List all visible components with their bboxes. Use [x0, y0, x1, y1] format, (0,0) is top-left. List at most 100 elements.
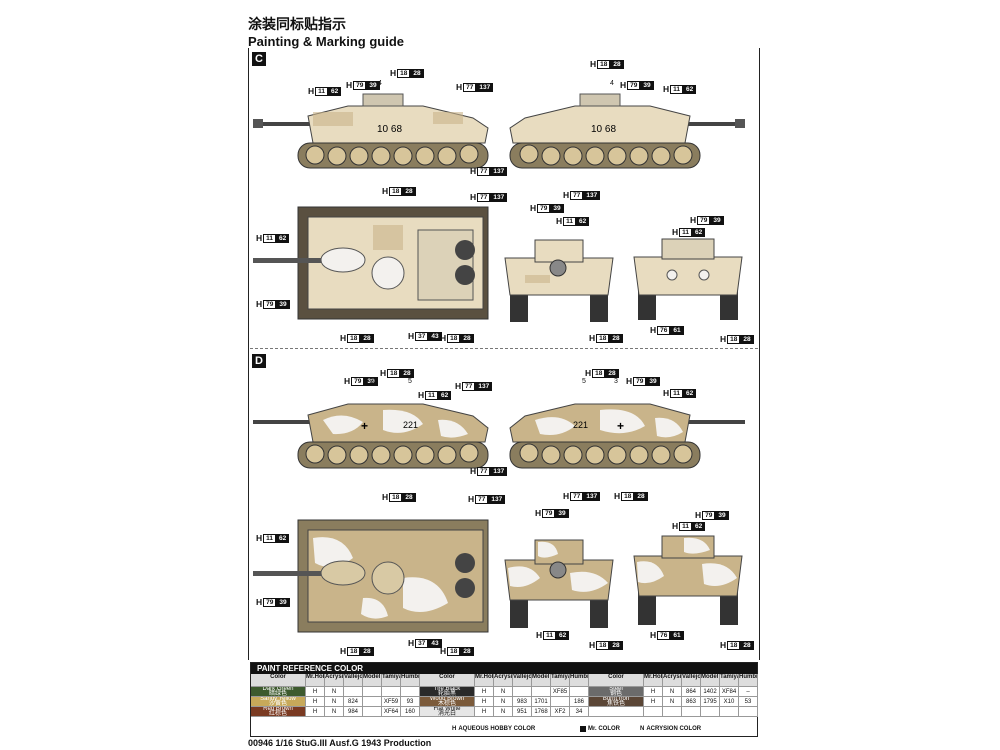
svg-text:+: + — [617, 419, 624, 433]
ref-cell-mm — [701, 707, 720, 716]
ref-header-cell: Color — [420, 674, 475, 686]
ref-cell-mm — [363, 687, 382, 696]
ref-header-cell: Vallejo — [513, 674, 532, 686]
ref-header-cell: Tamiya — [720, 674, 739, 686]
ref-header-cell: Humbrol — [401, 674, 420, 686]
page-title-en: Painting & Marking guide — [248, 34, 405, 49]
ref-cell-tam: XF2 — [551, 707, 570, 716]
ref-cell-tam — [551, 697, 570, 706]
ref-header-cell: Model Master — [701, 674, 720, 686]
ref-row — [589, 707, 758, 717]
rear-view-d — [632, 530, 744, 625]
vehicle-number-d1: 221 — [403, 420, 418, 430]
ref-cell-acry: N — [494, 687, 513, 696]
ref-cell-acry: N — [325, 707, 344, 716]
section-divider — [250, 348, 758, 349]
ref-cell-mm — [363, 707, 382, 716]
ref-cell-acry — [663, 707, 682, 716]
ref-cell-hum — [401, 687, 420, 696]
ref-header-cell: Acrysion — [325, 674, 344, 686]
ref-cell-mm: 1795 — [701, 697, 720, 706]
ref-cell-vall — [513, 687, 532, 696]
ref-color-name: Red Brown — [263, 707, 293, 712]
ref-cell-vall: 984 — [344, 707, 363, 716]
ref-cell-tam: XF85 — [551, 687, 570, 696]
side-view-left-c: 10 68 — [253, 88, 493, 178]
page-title-cn: 涂装同标贴指示 — [248, 16, 346, 32]
ref-color-name: Steel — [609, 687, 623, 692]
top-view-c — [253, 205, 493, 320]
ref-header-cell: Vallejo — [344, 674, 363, 686]
legend-mr-color: Mr. COLOR — [580, 726, 620, 732]
ref-cell-tam: X10 — [720, 697, 739, 706]
side-view-left-d: + 221 — [253, 390, 493, 480]
ref-cell-acry: N — [663, 697, 682, 706]
ref-cell-vall: 983 — [513, 697, 532, 706]
part-num-c2: 4 — [610, 80, 614, 87]
ref-header-cell: Color — [251, 674, 306, 686]
ref-header-cell: Mr.Hobby — [475, 674, 494, 686]
front-view-c — [500, 230, 618, 322]
ref-color-name: Dark Green — [262, 687, 294, 692]
ref-color-name-cn: 红棕色 — [268, 711, 287, 716]
ref-cell-acry: N — [325, 687, 344, 696]
part-num-d4: 3 — [614, 378, 618, 385]
paint-reference-title: PAINT REFERENCE COLOR — [251, 663, 757, 674]
part-num-d1: 3 — [370, 378, 374, 385]
ref-cell-hum — [570, 687, 589, 696]
paint-reference-table: PAINT REFERENCE COLOR ColorMr.HobbyAcrys… — [250, 662, 758, 737]
ref-cell-hobby: H — [475, 697, 494, 706]
side-view-right-c: 10 68 — [505, 88, 745, 178]
vehicle-number-c1: 10 68 — [377, 124, 402, 135]
part-num-c1: 4 — [378, 80, 382, 87]
ref-cell-mm — [363, 697, 382, 706]
ref-cell-acry: N — [325, 697, 344, 706]
ref-cell-vall: 824 — [344, 697, 363, 706]
ref-cell-hobby — [644, 707, 663, 716]
ref-cell-acry: N — [494, 697, 513, 706]
vehicle-number-c2: 10 68 — [591, 124, 616, 135]
footer-product-title: 00946 1/16 StuG.III Ausf.G 1943 Producti… — [248, 738, 432, 748]
ref-cell-tam — [382, 687, 401, 696]
top-view-d — [253, 518, 493, 633]
mr-color-icon — [580, 726, 586, 732]
rear-view-c — [632, 235, 744, 320]
ref-color-name-cn: 沙黄色 — [268, 701, 287, 706]
ref-cell-tam: XF84 — [720, 687, 739, 696]
ref-color-name: Sandy Yellow — [260, 697, 296, 702]
ref-cell-tam: XF59 — [382, 697, 401, 706]
ref-cell-hobby: H — [475, 687, 494, 696]
ref-cell-vall: 951 — [513, 707, 532, 716]
ref-color-name: Burnt Iron — [602, 697, 630, 702]
